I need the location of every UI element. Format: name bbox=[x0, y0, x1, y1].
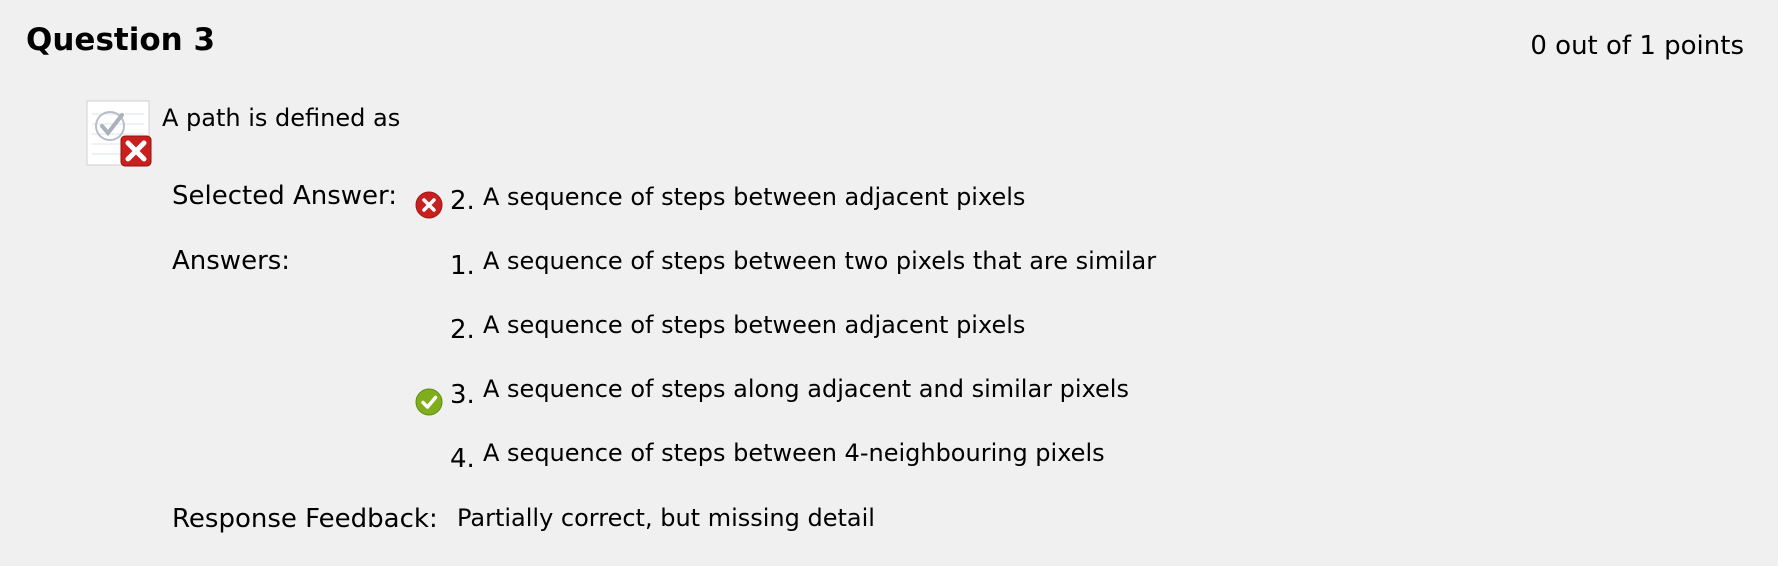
answer-text: A sequence of steps between adjacent pix… bbox=[483, 311, 1026, 339]
question-points: 0 out of 1 points bbox=[1530, 31, 1744, 61]
response-feedback-label: Response Feedback: bbox=[172, 504, 438, 534]
answer-text: A sequence of steps along adjacent and s… bbox=[483, 375, 1129, 403]
question-text: A path is defined as bbox=[162, 104, 401, 132]
incorrect-icon bbox=[415, 191, 443, 219]
question-title: Question 3 bbox=[26, 22, 216, 58]
selected-answer-text: A sequence of steps between adjacent pix… bbox=[483, 183, 1026, 211]
answer-number: 2. bbox=[450, 315, 475, 345]
answer-text: A sequence of steps between two pixels t… bbox=[483, 247, 1157, 275]
answers-label: Answers: bbox=[172, 246, 291, 276]
answer-text: A sequence of steps between 4-neighbouri… bbox=[483, 439, 1105, 467]
selected-answer-label: Selected Answer: bbox=[172, 181, 398, 211]
answer-number: 3. bbox=[450, 380, 475, 410]
answer-number: 1. bbox=[450, 251, 475, 281]
selected-answer-number: 2. bbox=[450, 186, 475, 216]
correct-icon bbox=[415, 388, 443, 416]
incorrect-question-icon bbox=[86, 100, 154, 168]
response-feedback-text: Partially correct, but missing detail bbox=[457, 504, 875, 532]
answer-number: 4. bbox=[450, 444, 475, 474]
